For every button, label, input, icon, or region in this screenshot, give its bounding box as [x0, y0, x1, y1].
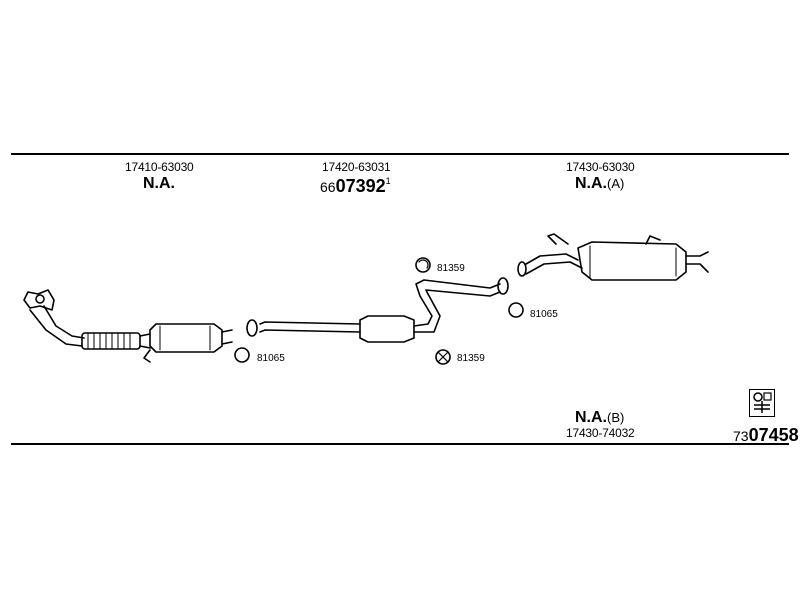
status-rear-muffler: N.A.(A) — [575, 175, 624, 193]
status-text: N.A. — [575, 409, 607, 426]
status-variant: (A) — [607, 176, 625, 191]
center-pipe — [259, 279, 501, 343]
reference-prefix: 73 — [733, 428, 749, 444]
diagram-reference: 7307458 — [733, 425, 799, 446]
callout-clamp-bottom-label: 81359 — [457, 353, 485, 364]
callout-clamp-top-label: 81359 — [437, 263, 465, 274]
top-divider-line — [11, 153, 789, 155]
reference-number: 07392 — [335, 176, 386, 196]
part-number-variant-b: 17430-74032 — [566, 426, 635, 440]
clamp-81359-bottom-icon — [435, 349, 451, 365]
status-variant: (B) — [607, 410, 625, 425]
clamp-81359-top-icon — [415, 257, 431, 273]
reference-center-pipe: 66073921 — [320, 176, 391, 197]
bottom-divider-line — [11, 443, 789, 445]
part-number-front-pipe: 17410-63030 — [125, 160, 194, 174]
diagram-legend-icon — [749, 389, 775, 417]
callout-ring-right-label: 81065 — [530, 309, 558, 320]
ring-81065-right-icon — [508, 302, 524, 318]
flange-center-rear — [497, 277, 509, 295]
ring-81065-left-icon — [234, 347, 250, 363]
reference-prefix: 66 — [320, 179, 336, 195]
status-text: N.A. — [575, 175, 607, 192]
reference-number: 07458 — [748, 425, 799, 445]
callout-ring-left-label: 81065 — [257, 353, 285, 364]
part-number-rear-muffler: 17430-63030 — [566, 160, 635, 174]
status-front-pipe: N.A. — [143, 175, 175, 192]
gasket-ring-left — [246, 319, 258, 337]
status-variant-b: N.A.(B) — [575, 409, 624, 427]
front-pipe — [23, 289, 233, 363]
part-number-center-pipe: 17420-63031 — [322, 160, 391, 174]
reference-superscript: 1 — [385, 176, 391, 186]
rear-muffler — [517, 233, 709, 281]
